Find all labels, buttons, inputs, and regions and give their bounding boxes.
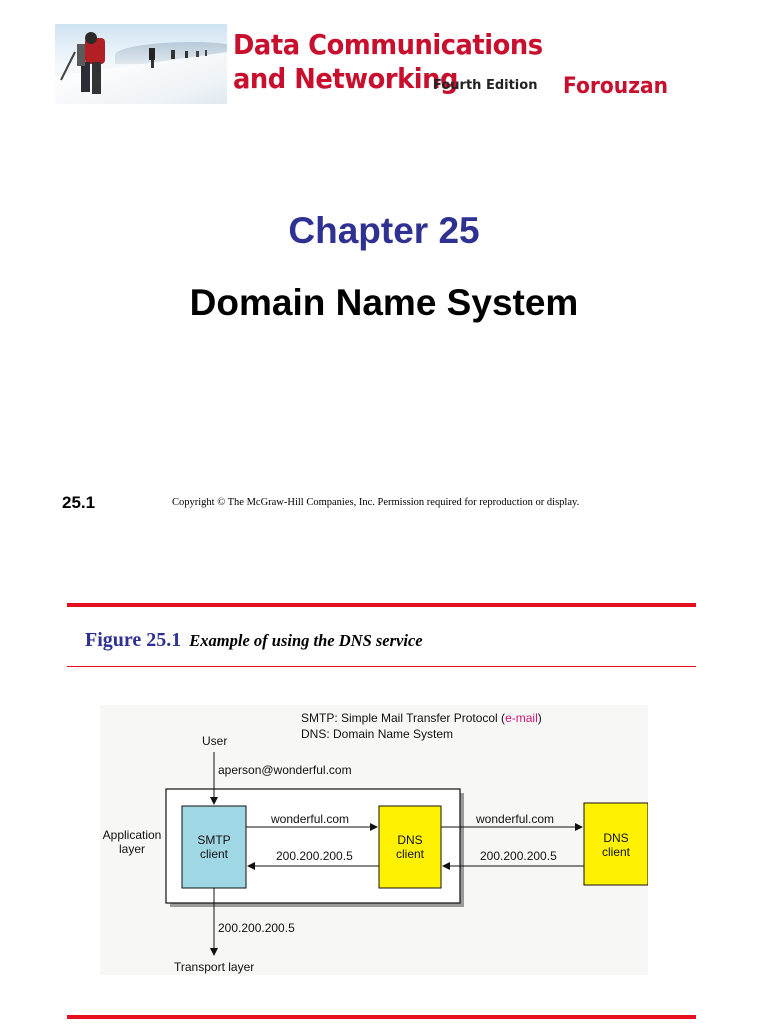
- book-edition: Fourth Edition: [433, 78, 538, 93]
- book-title-line2: and Networking: [233, 62, 458, 95]
- figure-number: Figure 25.1: [85, 629, 182, 651]
- dns-server-box: [583, 802, 648, 886]
- inner-query-label: wonderful.com: [271, 812, 350, 826]
- figure-heading: Figure 25.1 Example of using the DNS serv…: [85, 629, 423, 652]
- figure-caption-rule: [67, 666, 696, 667]
- user-input-label: aperson@wonderful.com: [218, 763, 352, 777]
- figure-bottom-rule: [67, 1015, 696, 1019]
- transport-value-label: 200.200.200.5: [218, 921, 295, 935]
- book-banner: Data Communications and Networking Fourt…: [55, 24, 668, 104]
- dns-diagram: SMTP: Simple Mail Transfer Protocol (e-m…: [100, 705, 648, 975]
- chapter-subtitle: Domain Name System: [189, 282, 579, 323]
- dns-diagram-graphics: [100, 705, 648, 975]
- smtp-client-box: [181, 805, 247, 889]
- chapter-title: Chapter 25: [288, 210, 480, 251]
- book-title: Data Communications and Networking: [233, 28, 570, 100]
- transport-layer-label: Transport layer: [174, 960, 255, 974]
- inner-reply-label: 200.200.200.5: [276, 849, 353, 863]
- slide-number: 25.1: [62, 493, 96, 512]
- figure-caption: Example of using the DNS service: [189, 631, 423, 650]
- legend-smtp: SMTP: Simple Mail Transfer Protocol (e-m…: [301, 711, 542, 725]
- figure-top-rule: [67, 603, 696, 607]
- mountain-climbers-photo: [55, 24, 227, 104]
- legend-dns: DNS: Domain Name System: [301, 727, 454, 741]
- legend-email-text: e-mail: [505, 711, 538, 725]
- book-title-line1: Data Communications: [233, 28, 543, 61]
- user-label: User: [202, 734, 228, 748]
- book-author: Forouzan: [563, 74, 669, 99]
- outer-reply-label: 200.200.200.5: [480, 849, 557, 863]
- outer-query-label: wonderful.com: [476, 812, 555, 826]
- dns-client-box: [378, 805, 442, 889]
- copyright-notice: Copyright © The McGraw-Hill Companies, I…: [172, 497, 580, 508]
